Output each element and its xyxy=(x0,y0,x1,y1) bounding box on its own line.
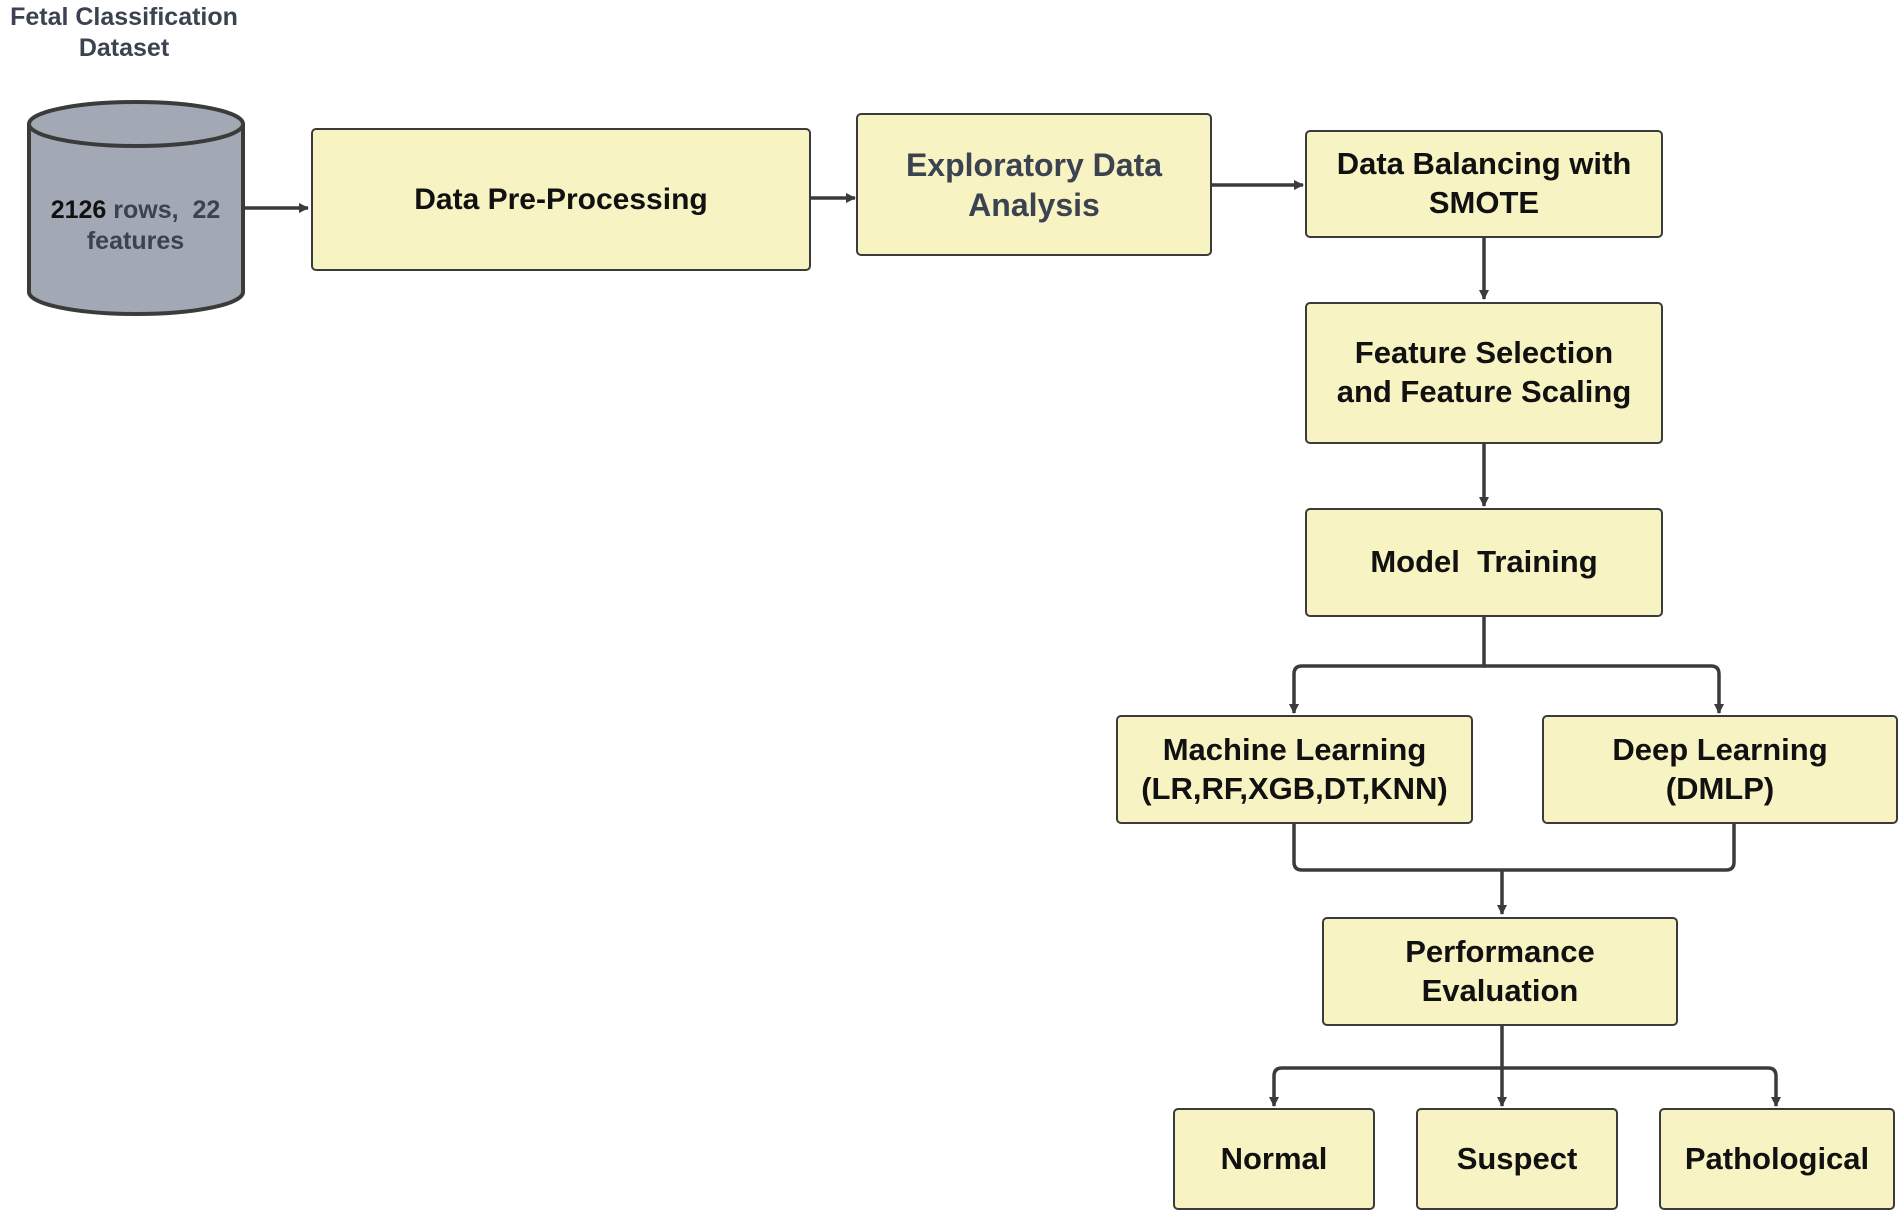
outcome-suspect-box: Suspect xyxy=(1416,1108,1618,1210)
ml-box: Machine Learning (LR,RF,XGB,DT,KNN) xyxy=(1116,715,1473,824)
balancing-label-line1: Data Balancing with xyxy=(1336,146,1632,182)
training-box: Model Training xyxy=(1305,508,1663,617)
outcome-pathological-box: Pathological xyxy=(1659,1108,1895,1210)
dl-label-line2: (DMLP) xyxy=(1665,770,1775,806)
preprocessing-box: Data Pre-Processing xyxy=(311,128,811,271)
dataset-summary: 2126 rows, 22 features xyxy=(28,195,243,258)
edge-training-to-dl xyxy=(1484,664,1724,714)
dl-box: Deep Learning (DMLP) xyxy=(1542,715,1898,824)
dataset-rows-count: 2126 xyxy=(50,196,107,224)
edge-evaluation-to-pathological xyxy=(1502,1066,1781,1107)
eda-box: Exploratory Data Analysis xyxy=(856,113,1212,256)
edge-training-to-ml xyxy=(1289,617,1486,714)
outcome-suspect-label: Suspect xyxy=(1456,1140,1578,1176)
feature-label-line2: and Feature Scaling xyxy=(1336,374,1632,409)
eda-label-line2: Analysis xyxy=(968,186,1100,223)
database-cylinder-icon xyxy=(27,100,245,316)
dataset-features: features xyxy=(86,227,185,256)
balancing-label-line2: SMOTE xyxy=(1428,185,1540,220)
evaluation-label-line1: Performance xyxy=(1405,933,1595,969)
outcome-normal-box: Normal xyxy=(1173,1108,1375,1210)
edge-ml-to-evaluation xyxy=(1292,823,1736,872)
dataset-title-line2: Dataset xyxy=(78,34,170,63)
feature-label-line1: Feature Selection xyxy=(1354,335,1614,371)
dataset-title: Fetal Classification Dataset xyxy=(0,2,248,65)
preprocessing-label: Data Pre-Processing xyxy=(414,182,708,216)
dataset-rows-suffix: rows, 22 xyxy=(106,196,221,224)
ml-label-line2: (LR,RF,XGB,DT,KNN) xyxy=(1141,770,1448,806)
eda-label-line1: Exploratory Data xyxy=(905,146,1163,183)
dl-label-line1: Deep Learning xyxy=(1612,731,1828,767)
feature-box: Feature Selection and Feature Scaling xyxy=(1305,302,1663,444)
dataset-title-line1: Fetal Classification xyxy=(10,3,238,31)
ml-label-line1: Machine Learning xyxy=(1162,731,1427,767)
evaluation-label-line2: Evaluation xyxy=(1421,972,1579,1008)
evaluation-box: Performance Evaluation xyxy=(1322,917,1678,1026)
training-label: Model Training xyxy=(1370,544,1598,580)
outcome-pathological-label: Pathological xyxy=(1684,1140,1870,1176)
outcome-normal-label: Normal xyxy=(1220,1140,1328,1176)
balancing-box: Data Balancing with SMOTE xyxy=(1305,130,1663,238)
edge-evaluation-to-normal xyxy=(1269,1025,1504,1107)
